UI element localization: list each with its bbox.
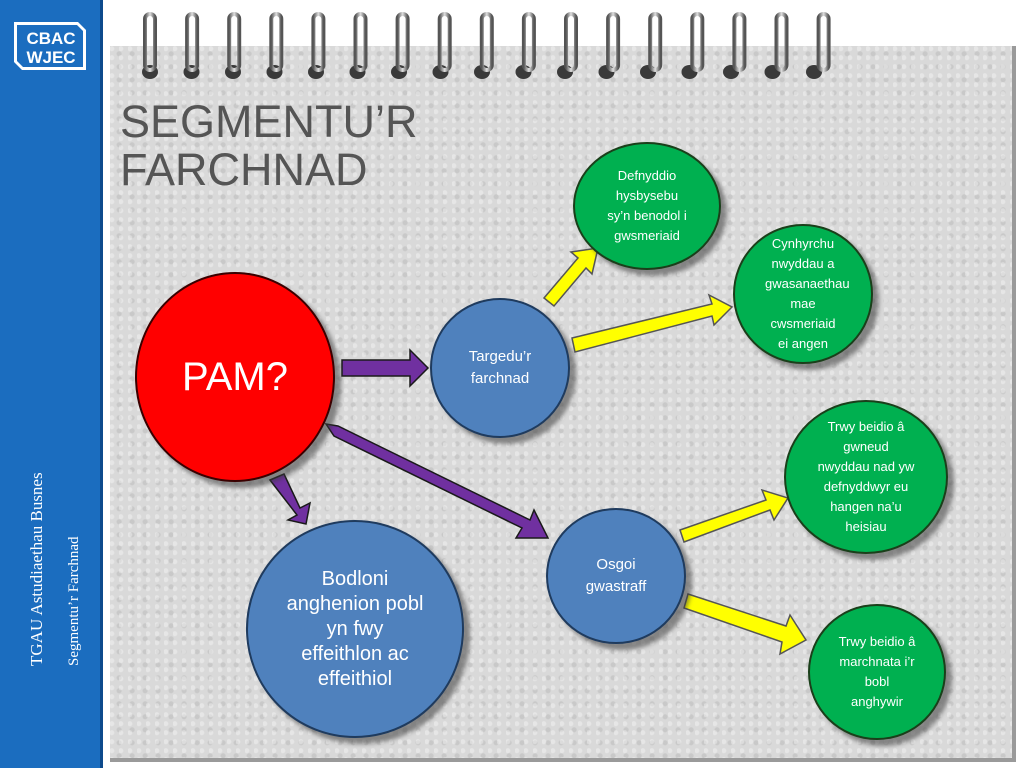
spiral-binding-ring-icon bbox=[521, 12, 536, 72]
center-node-label: PAM? bbox=[182, 354, 288, 399]
spiral-binding-ring-icon bbox=[353, 12, 368, 72]
spiral-binding-ring-icon bbox=[774, 12, 789, 72]
logo-text-top: CBAC bbox=[26, 29, 75, 48]
arrow-to-unwanted bbox=[679, 488, 790, 543]
leaf-advertising: Defnyddio hysbysebu sy’n benodol i gwsme… bbox=[573, 142, 721, 270]
leaf-unwanted-goods-label: Trwy beidio â gwneud nwyddau nad yw defn… bbox=[817, 419, 915, 534]
node-avoid-waste: Osgoi gwastraff bbox=[546, 508, 686, 644]
spiral-binding-ring-icon bbox=[311, 12, 326, 72]
arrow-to-products bbox=[571, 293, 734, 353]
spiral-binding-ring-icon bbox=[185, 12, 200, 72]
leaf-wrong-marketing-label: Trwy beidio â marchnata i’r bobl anghywi… bbox=[838, 634, 916, 709]
binding-hole bbox=[681, 65, 698, 79]
slide-title-line-1: SEGMENTU’R bbox=[120, 96, 418, 147]
spiral-binding-ring-icon bbox=[606, 12, 621, 72]
arrow-to-marketing bbox=[683, 593, 808, 656]
spiral-binding-ring-icon bbox=[816, 12, 831, 72]
leaf-products-label: Cynhyrchu nwyddau a gwasanaethau mae cws… bbox=[765, 236, 850, 351]
logo-text-bottom: WJEC bbox=[26, 48, 75, 67]
center-node-pam: PAM? bbox=[135, 272, 335, 482]
leaf-unwanted-goods: Trwy beidio â gwneud nwyddau nad yw defn… bbox=[784, 400, 948, 554]
spiral-binding-ring-icon bbox=[690, 12, 705, 72]
spiral-binding-ring-icon bbox=[227, 12, 242, 72]
spiral-binding-ring-icon bbox=[143, 12, 157, 72]
leaf-wrong-marketing: Trwy beidio â marchnata i’r bobl anghywi… bbox=[808, 604, 946, 740]
arrow-to-target bbox=[341, 348, 430, 388]
spiral-binding-ring-icon bbox=[437, 12, 452, 72]
arrow-to-advert bbox=[542, 247, 599, 308]
arrow-to-waste bbox=[324, 422, 550, 539]
node-target-market-label: Targedu’r farchnad bbox=[468, 348, 532, 387]
cbac-wjec-logo: CBAC WJEC bbox=[14, 22, 86, 70]
sidebar: CBAC WJEC TGAU Astudiaethau Busnes Segme… bbox=[0, 0, 103, 768]
node-avoid-waste-label: Osgoi gwastraff bbox=[585, 556, 647, 595]
slide-title: SEGMENTU’R FARCHNAD bbox=[120, 98, 418, 194]
spiral-binding-ring-icon bbox=[479, 12, 494, 72]
binding-hole bbox=[640, 65, 656, 79]
slide-title-line-2: FARCHNAD bbox=[120, 144, 368, 195]
node-meet-needs-label: Bodloni anghenion pobl yn fwy effeithlon… bbox=[286, 567, 424, 690]
spiral-binding-ring-icon bbox=[732, 12, 747, 72]
spiral-binding-ring-icon bbox=[648, 12, 663, 72]
spiral-binding-ring-icon bbox=[564, 12, 578, 72]
leaf-advertising-label: Defnyddio hysbysebu sy’n benodol i gwsme… bbox=[607, 168, 687, 243]
arrow-to-needs bbox=[268, 473, 312, 525]
node-meet-needs: Bodloni anghenion pobl yn fwy effeithlon… bbox=[246, 520, 464, 738]
spiral-binding-ring-icon bbox=[269, 12, 284, 72]
leaf-products: Cynhyrchu nwyddau a gwasanaethau mae cws… bbox=[733, 224, 873, 364]
spiral-binding-ring-icon bbox=[395, 12, 410, 72]
node-target-market: Targedu’r farchnad bbox=[430, 298, 570, 438]
spiral-binding bbox=[142, 12, 831, 79]
